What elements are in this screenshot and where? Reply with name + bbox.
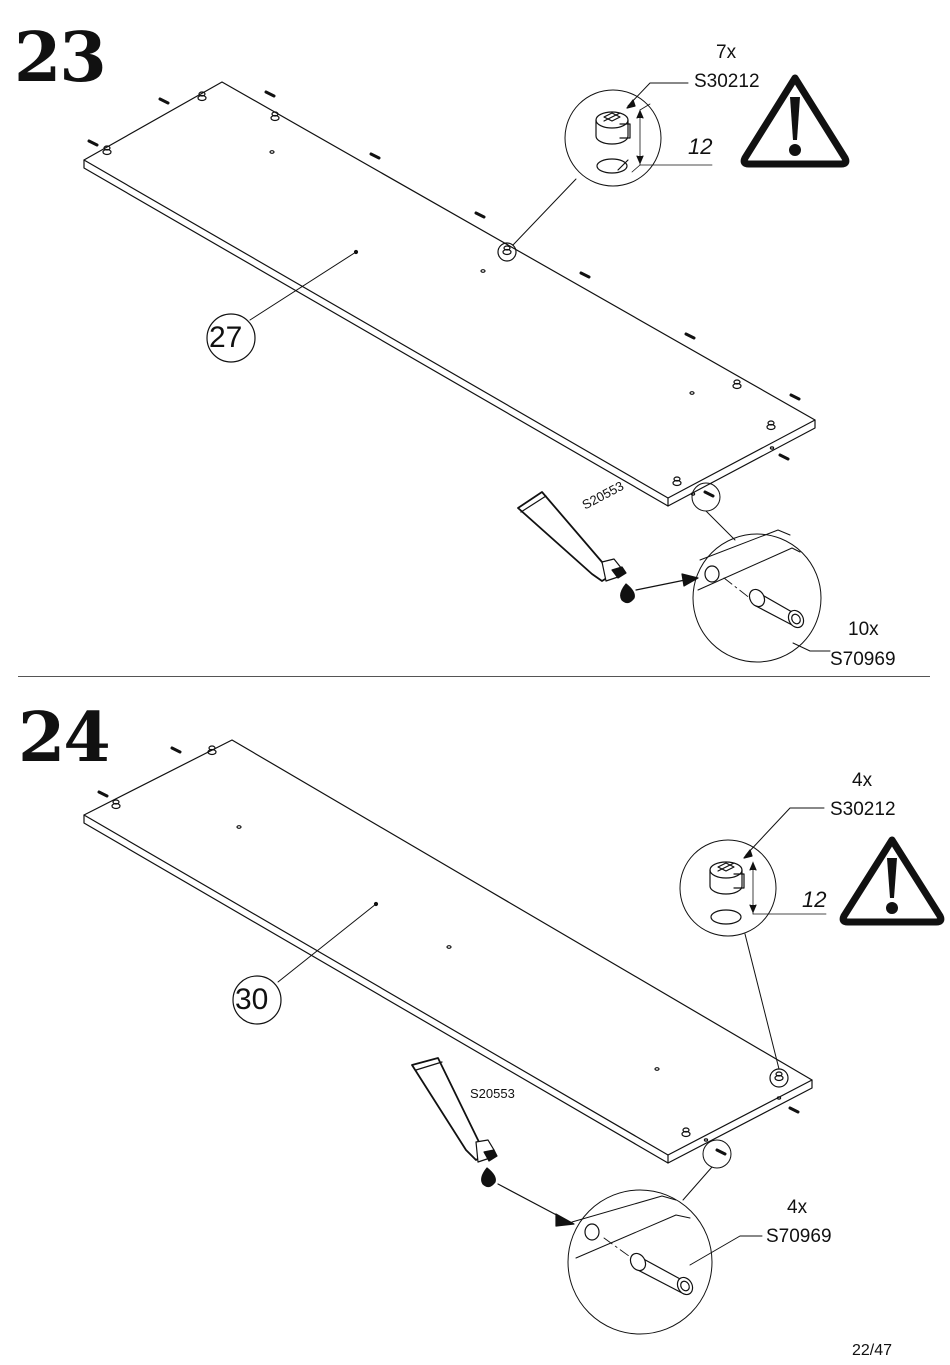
dowel-icon [629,1252,694,1296]
cam-code: S30212 [694,71,760,92]
depth-dimension: 12 [688,134,713,159]
part-number-label: 27 [209,321,243,354]
dowel-detail [567,1139,763,1335]
dowel-marks [97,746,800,1156]
dowel-quantity: 10x [848,619,879,640]
cam-quantity: 4x [852,770,873,791]
dowel-code: S70969 [766,1226,832,1247]
dowel-marks [87,90,801,498]
glue-tube-icon [517,491,699,604]
cam-lock-marks [102,91,776,487]
step-number: 24 [18,698,111,778]
part-number-circle [232,975,282,1025]
step-24-drawing [83,739,945,1335]
part-number-label: 30 [235,983,269,1016]
cam-lock-icon [709,861,745,925]
warning-icon [740,74,850,168]
step-number: 23 [14,18,107,98]
step-23-drawing [83,74,850,663]
part-number-circle [206,313,256,363]
panel-30 [83,739,813,1164]
panel-27 [83,81,816,507]
dowel-detail [691,482,831,663]
step-divider [18,676,930,677]
cam-code: S30212 [830,799,896,820]
glue-tube-icon [411,1057,575,1227]
dowel-icon [748,588,805,629]
warning-icon [839,836,945,926]
cam-lock-detail [679,807,827,1070]
small-holes [236,825,782,1142]
page-number: 22/47 [851,1342,892,1359]
glue-code: S20553 [470,1086,515,1101]
depth-dimension: 12 [802,887,827,912]
cam-lock-marks [111,745,789,1138]
cam-quantity: 7x [716,42,737,63]
cam-lock-icon [595,111,631,174]
dowel-code: S70969 [830,649,896,670]
cam-lock-detail [512,82,713,246]
dowel-quantity: 4x [787,1197,808,1218]
